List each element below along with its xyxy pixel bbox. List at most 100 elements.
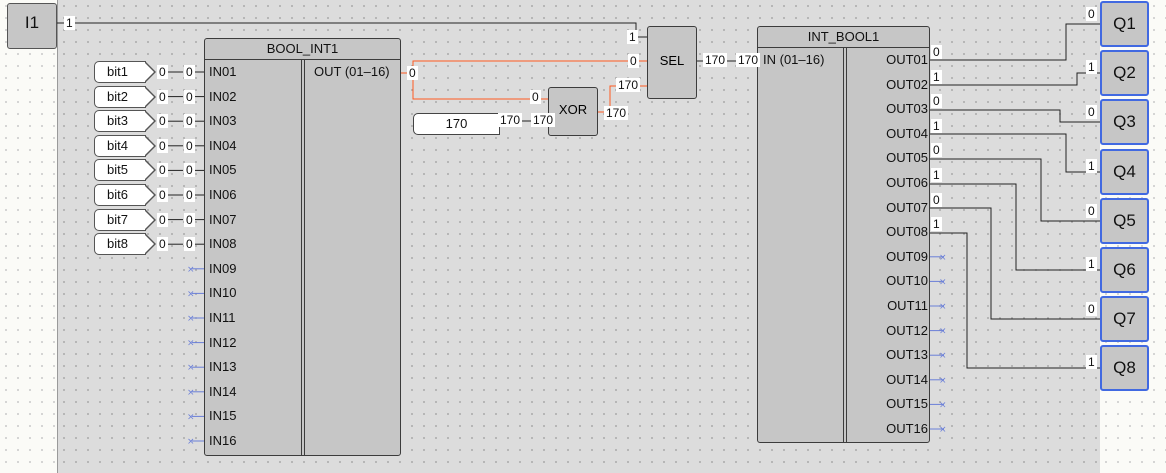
bool-int-input-label: IN16 [209,433,237,448]
int-bool-divider [843,47,847,442]
bool-int-input-label: IN13 [209,359,237,375]
output-block-label: Q1 [1113,14,1136,33]
input-tag-bit1[interactable]: bit1 [94,61,156,83]
output-block-q3[interactable]: Q3 [1100,99,1149,146]
input-tag-value: 0 [157,65,168,79]
constant-out-value: 170 [498,113,523,127]
input-tag-bit2[interactable]: bit2 [94,85,156,108]
int-bool-output-label: OUT09 [886,248,928,264]
input-tag-value: 0 [157,188,168,202]
int-bool-output-label: OUT15 [886,396,928,412]
int-bool-output-value: 0 [931,94,942,109]
int-bool-output-label: OUT14 [886,371,928,387]
bool-int-input-label: IN08 [209,236,237,252]
bool-int-input-label: IN14 [209,383,237,399]
unconnected-pin-marker: × [939,425,947,435]
int-bool-output-value: 0 [931,143,942,158]
wire-out-to-q4 [930,133,1100,173]
input-tag-bit8[interactable]: bit8 [94,233,156,256]
bool-int-input-label: IN07 [209,211,237,227]
unconnected-pin-marker: × [939,400,947,410]
int-bool-output-label: OUT04 [886,125,928,141]
output-block-value: 1 [1086,60,1097,75]
int-bool-output-value: 1 [931,69,942,84]
bool-int-input-value: 0 [184,163,195,178]
sel-title: SEL [659,53,685,68]
xor-in1-value: 0 [530,90,541,104]
input-tag-bit4[interactable]: bit4 [94,134,156,157]
int-bool-output-value: 1 [931,217,942,232]
int-bool-output-value: 0 [931,192,942,207]
int-bool-output-label: OUT07 [886,199,928,215]
int-bool-output-value: 1 [931,168,942,182]
unconnected-pin-marker: × [187,412,195,422]
xor-title: XOR [558,102,588,117]
bool-int-input-label: IN15 [209,408,237,424]
unconnected-pin-marker: × [187,437,195,447]
int-bool-block[interactable]: INT_BOOL1 [757,26,930,443]
sel-in2-value: 0 [628,54,639,68]
input-tag-bit7[interactable]: bit7 [94,208,156,231]
unconnected-pin-marker: × [187,314,195,324]
wire-out-to-q2 [930,72,1100,86]
output-block-value: 0 [1086,203,1097,218]
output-block-q1[interactable]: Q1 [1100,1,1149,47]
bool-int-input-label: IN06 [209,187,237,202]
output-block-q8[interactable]: Q8 [1100,345,1149,392]
output-block-label: Q4 [1113,161,1136,181]
unconnected-pin-marker: × [939,253,947,263]
output-block-q6[interactable]: Q6 [1100,247,1149,293]
bool-int-input-value: 0 [184,65,195,79]
bool-int-title: BOOL_INT1 [205,39,400,60]
left-margin [0,0,57,473]
constant-input[interactable]: 170 [413,113,500,135]
bool-int-input-label: IN12 [209,334,237,350]
input-block-label: I1 [24,13,40,32]
output-block-label: Q7 [1113,309,1136,329]
input-tag-bit3[interactable]: bit3 [94,110,156,133]
unconnected-pin-marker: × [939,327,947,337]
int-bool-output-label: OUT11 [887,298,928,313]
int-bool-output-label: OUT05 [886,150,928,166]
output-block-q5[interactable]: Q5 [1100,197,1149,244]
bool-int-input-value: 0 [184,188,195,202]
output-block-value: 0 [1086,105,1097,120]
output-block-label: Q2 [1113,63,1136,83]
bool-int-input-value: 0 [184,212,195,227]
bool-int-input-label: IN10 [209,285,237,301]
int-bool-output-label: OUT16 [886,421,928,436]
input-tag-bit5[interactable]: bit5 [94,159,156,182]
sel-in1-value: 1 [627,30,638,44]
unconnected-pin-marker: × [939,277,947,287]
input-block-i1[interactable]: I1 [7,3,57,49]
bool-int-block[interactable]: BOOL_INT1 [204,38,401,456]
sel-out-value: 170 [703,53,728,67]
bool-int-input-value: 0 [184,89,195,104]
wire-out-to-q7 [930,207,1100,320]
output-block-q7[interactable]: Q7 [1100,296,1149,343]
output-block-q2[interactable]: Q2 [1100,50,1149,97]
wire-boolint-to-xor [412,73,548,100]
bool-int-input-value: 0 [184,237,195,252]
output-block-value: 1 [1086,355,1097,370]
sel-block[interactable]: SEL [647,26,697,99]
bool-int-input-label: IN03 [209,113,237,129]
bool-int-output-value: 0 [407,66,418,80]
unconnected-pin-marker: × [187,265,195,275]
xor-block[interactable]: XOR [548,87,598,136]
wire-i1-to-sel [57,22,647,38]
output-block-value: 1 [1086,257,1097,271]
bool-int-input-label: IN09 [209,260,237,276]
input-tag-value: 0 [157,114,168,129]
bool-int-input-label: IN11 [209,310,236,325]
bool-int-output-label: OUT (01–16) [314,64,390,79]
unconnected-pin-marker: × [939,302,947,312]
output-block-label: Q8 [1113,358,1136,378]
wire-out-to-q1 [930,23,1100,61]
output-block-q4[interactable]: Q4 [1100,148,1149,195]
output-block-label: Q5 [1113,210,1136,230]
bool-int-input-label: IN05 [209,162,237,178]
int-bool-output-label: OUT13 [886,347,928,363]
input-tag-bit6[interactable]: bit6 [94,184,156,206]
input-tag-value: 0 [157,163,168,178]
